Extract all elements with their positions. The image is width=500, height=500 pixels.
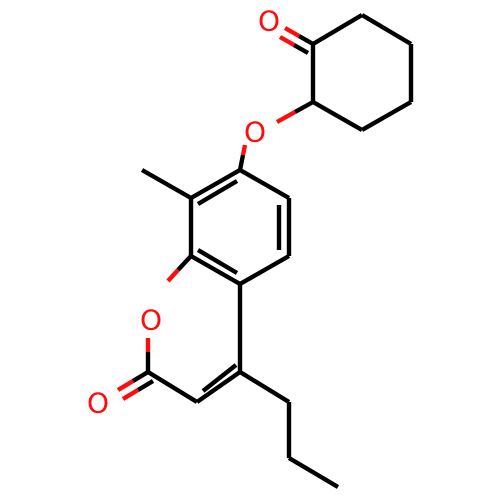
bond-c2-c3 bbox=[360, 13, 413, 46]
atom-o-ether: O bbox=[244, 116, 266, 149]
pyranone-ring bbox=[145, 254, 243, 404]
bond-c8-c7 bbox=[189, 168, 242, 200]
bond-ketone-b-red bbox=[278, 35, 296, 47]
bond-oether-c7-black bbox=[237, 154, 246, 171]
benzene-ring bbox=[188, 168, 292, 286]
bond-c8a-oring-red bbox=[166, 268, 180, 283]
bond-c8-methyl bbox=[140, 168, 193, 200]
atom-o-lactone-carbonyl: O bbox=[87, 387, 109, 420]
bond-c7-c6ar bbox=[238, 168, 291, 200]
bond-oether-c7-red bbox=[240, 144, 248, 156]
bond-lactone-b-red bbox=[121, 388, 140, 401]
lactone-carbonyl bbox=[116, 370, 155, 401]
bond-inner-c8-c7 bbox=[196, 179, 239, 206]
ether-linkage bbox=[237, 100, 315, 171]
propyl-chain bbox=[238, 370, 340, 489]
bond-c1-c2 bbox=[311, 13, 364, 46]
bond-lactone-a-red bbox=[116, 379, 135, 392]
atom-o-ketone: O bbox=[258, 5, 280, 38]
bond-c3-c4 bbox=[195, 370, 242, 404]
bond-c4-propyl1 bbox=[238, 370, 291, 404]
bond-lactone-a-black bbox=[131, 370, 150, 383]
ketone-double-bond bbox=[278, 26, 315, 55]
bond-c6-oether-red bbox=[275, 110, 297, 124]
cyclohexanone-ring bbox=[310, 13, 414, 132]
bond-ketone-a-red bbox=[283, 26, 301, 38]
bond-c4-c5 bbox=[360, 100, 413, 132]
atom-o-ring: O bbox=[140, 304, 162, 337]
bond-c8a-oring-black bbox=[176, 254, 193, 272]
bond-inner-c4a-c8a bbox=[196, 248, 239, 275]
bond-ketone-b-black bbox=[292, 43, 310, 55]
bond-c5-c6 bbox=[311, 100, 364, 132]
bond-c6-oether-black bbox=[293, 100, 315, 114]
bond-propyl2-propyl3 bbox=[287, 456, 340, 489]
bond-c5ar-c4a bbox=[238, 254, 291, 286]
bond-lactone-b-black bbox=[136, 379, 155, 392]
bond-c4a-c8a bbox=[189, 254, 242, 286]
bond-c3-c4-inner bbox=[201, 363, 238, 393]
bond-ketone-a-black bbox=[297, 34, 315, 46]
bond-c2-c3 bbox=[146, 370, 199, 404]
